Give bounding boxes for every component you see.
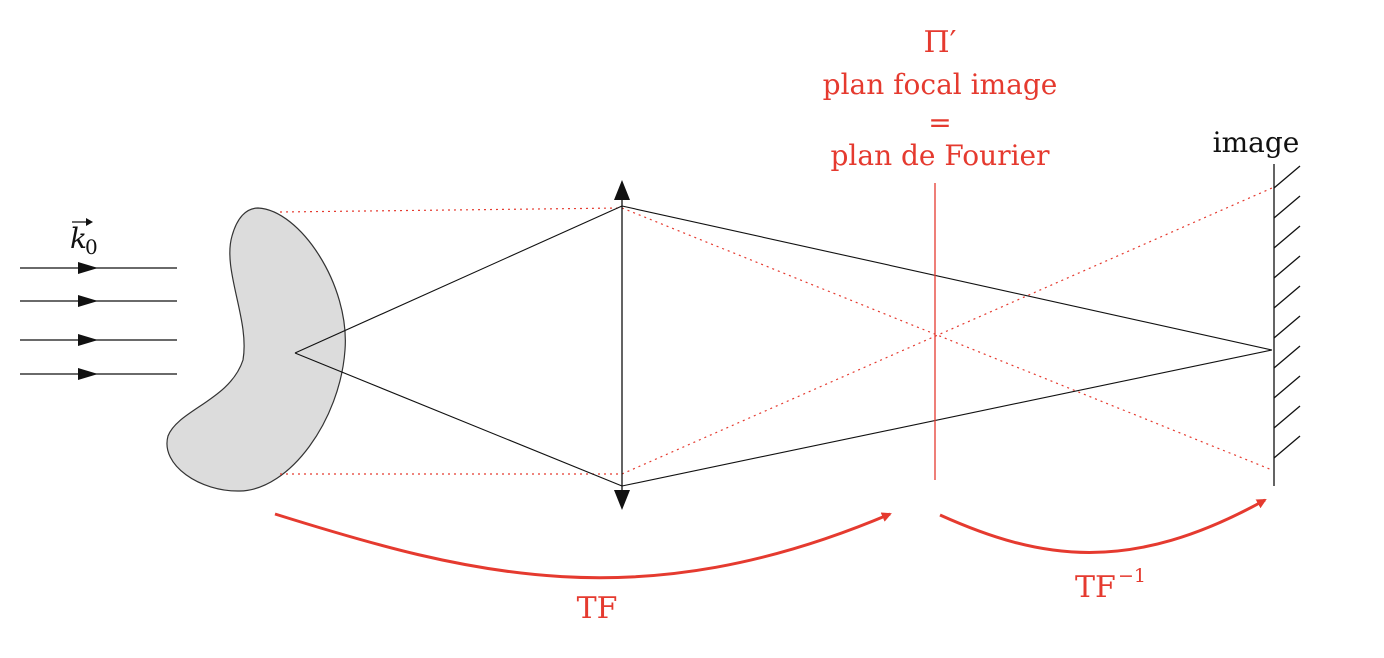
plane-symbol: Π′ (924, 25, 957, 60)
arrow-right-icon (78, 295, 98, 307)
lens-top-arrowhead (614, 180, 630, 200)
wave-vector-label: k 0 (70, 218, 98, 259)
fourier-rays (279, 187, 1273, 475)
plane-title-line2: plan de Fourier (831, 139, 1051, 172)
ray-object-to-lens-top (294, 205, 623, 354)
object-shape (166, 207, 346, 492)
dotted-ray-top-parallel (279, 207, 623, 213)
arrow-right-icon (78, 262, 98, 274)
lens-bottom-arrowhead (614, 490, 630, 510)
vector-arrow-head (86, 218, 93, 226)
plane-title-line1: plan focal image (823, 68, 1058, 101)
ray-lens-bottom-to-image (621, 349, 1273, 487)
ray-object-to-lens-bottom (294, 352, 623, 487)
converging-lens-icon (614, 180, 630, 510)
wave-vector-subscript: 0 (85, 235, 98, 259)
tf-inverse-arrow (939, 498, 1267, 554)
tf-inverse-label: TF −1 (1075, 565, 1146, 605)
screen-label: image (1213, 126, 1300, 159)
dotted-ray-top-to-bottom (621, 207, 1273, 471)
dotted-ray-bottom-to-top (621, 187, 1273, 475)
tf-arrow (274, 512, 892, 580)
incident-rays (20, 267, 177, 375)
incident-arrowheads (78, 262, 98, 380)
tf-inverse-base: TF (1075, 570, 1116, 605)
tf-inverse-superscript: −1 (1118, 565, 1146, 587)
arrow-right-icon (78, 368, 98, 380)
ray-lens-top-to-image (621, 205, 1273, 351)
imaging-rays (294, 205, 1273, 487)
plane-equals: = (928, 106, 951, 139)
hatched-screen-icon (1273, 164, 1301, 486)
wave-vector-base: k (70, 222, 87, 255)
arrow-right-icon (78, 334, 98, 346)
tf-label: TF (577, 591, 618, 626)
fourier-plane-labels: Π′ plan focal image = plan de Fourier (823, 25, 1058, 172)
